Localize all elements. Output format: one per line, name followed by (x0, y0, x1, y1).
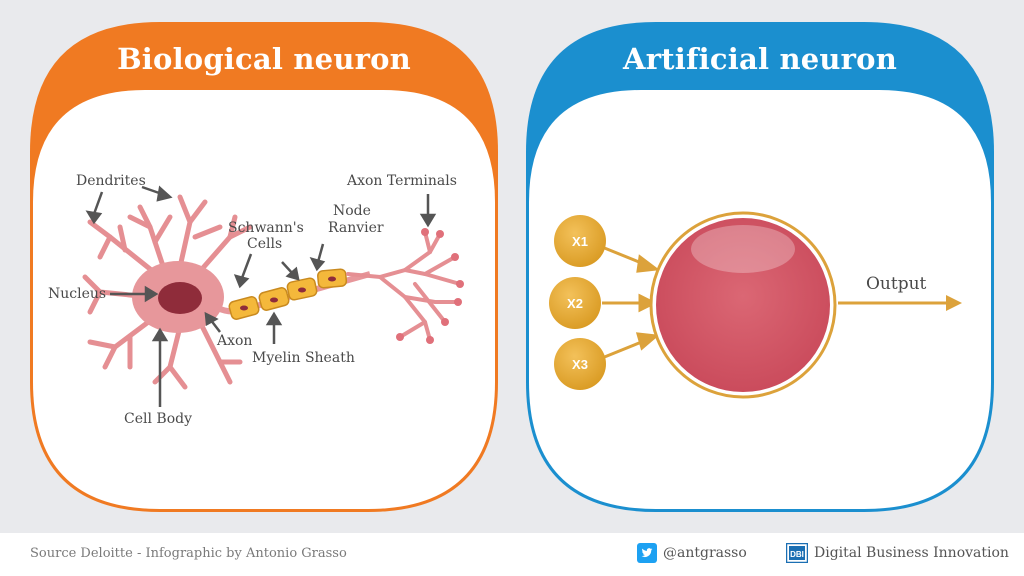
twitter-link[interactable]: @antgrasso (637, 543, 747, 563)
label-schwann-1: Schwann's (228, 220, 304, 236)
input-node-x2: X2 (549, 277, 601, 329)
twitter-handle: @antgrasso (663, 545, 747, 561)
neuron-highlight (691, 225, 795, 273)
neuron-illustration: Dendrites Axon Terminals Node Ranvier Sc… (30, 22, 498, 512)
twitter-icon (637, 543, 657, 563)
input-label: X3 (572, 357, 588, 372)
input-node-x3: X3 (554, 338, 606, 390)
brand-link[interactable]: DBI Digital Business Innovation (786, 543, 1009, 563)
source-credit: Source Deloitte - Infographic by Antonio… (30, 546, 347, 561)
footer: Source Deloitte - Infographic by Antonio… (0, 533, 1024, 576)
input-label: X1 (572, 234, 588, 249)
label-axon: Axon (216, 333, 252, 349)
label-node: Node (333, 203, 371, 219)
input-arrows (602, 247, 656, 358)
dbi-logo-icon: DBI (786, 543, 808, 563)
output-label: Output (866, 274, 927, 294)
label-axon-terminals: Axon Terminals (346, 173, 457, 189)
output-arrow-head (946, 295, 962, 311)
input-label: X2 (567, 296, 583, 311)
input-node-x1: X1 (554, 215, 606, 267)
label-nucleus: Nucleus (48, 286, 106, 302)
biological-neuron-card: Biological neuron (30, 22, 498, 512)
brand-name: Digital Business Innovation (814, 545, 1009, 561)
label-schwann-2: Cells (247, 236, 282, 252)
label-myelin-sheath: Myelin Sheath (252, 350, 355, 366)
nucleus-shape (158, 282, 202, 314)
artificial-neuron-card: Artificial neuron X1 X2 (526, 22, 994, 512)
svg-text:DBI: DBI (790, 550, 804, 559)
artificial-neuron-diagram: X1 X2 X3 Output (526, 22, 994, 512)
label-dendrites: Dendrites (76, 173, 146, 189)
label-ranvier: Ranvier (328, 220, 384, 236)
label-cell-body: Cell Body (124, 411, 192, 427)
